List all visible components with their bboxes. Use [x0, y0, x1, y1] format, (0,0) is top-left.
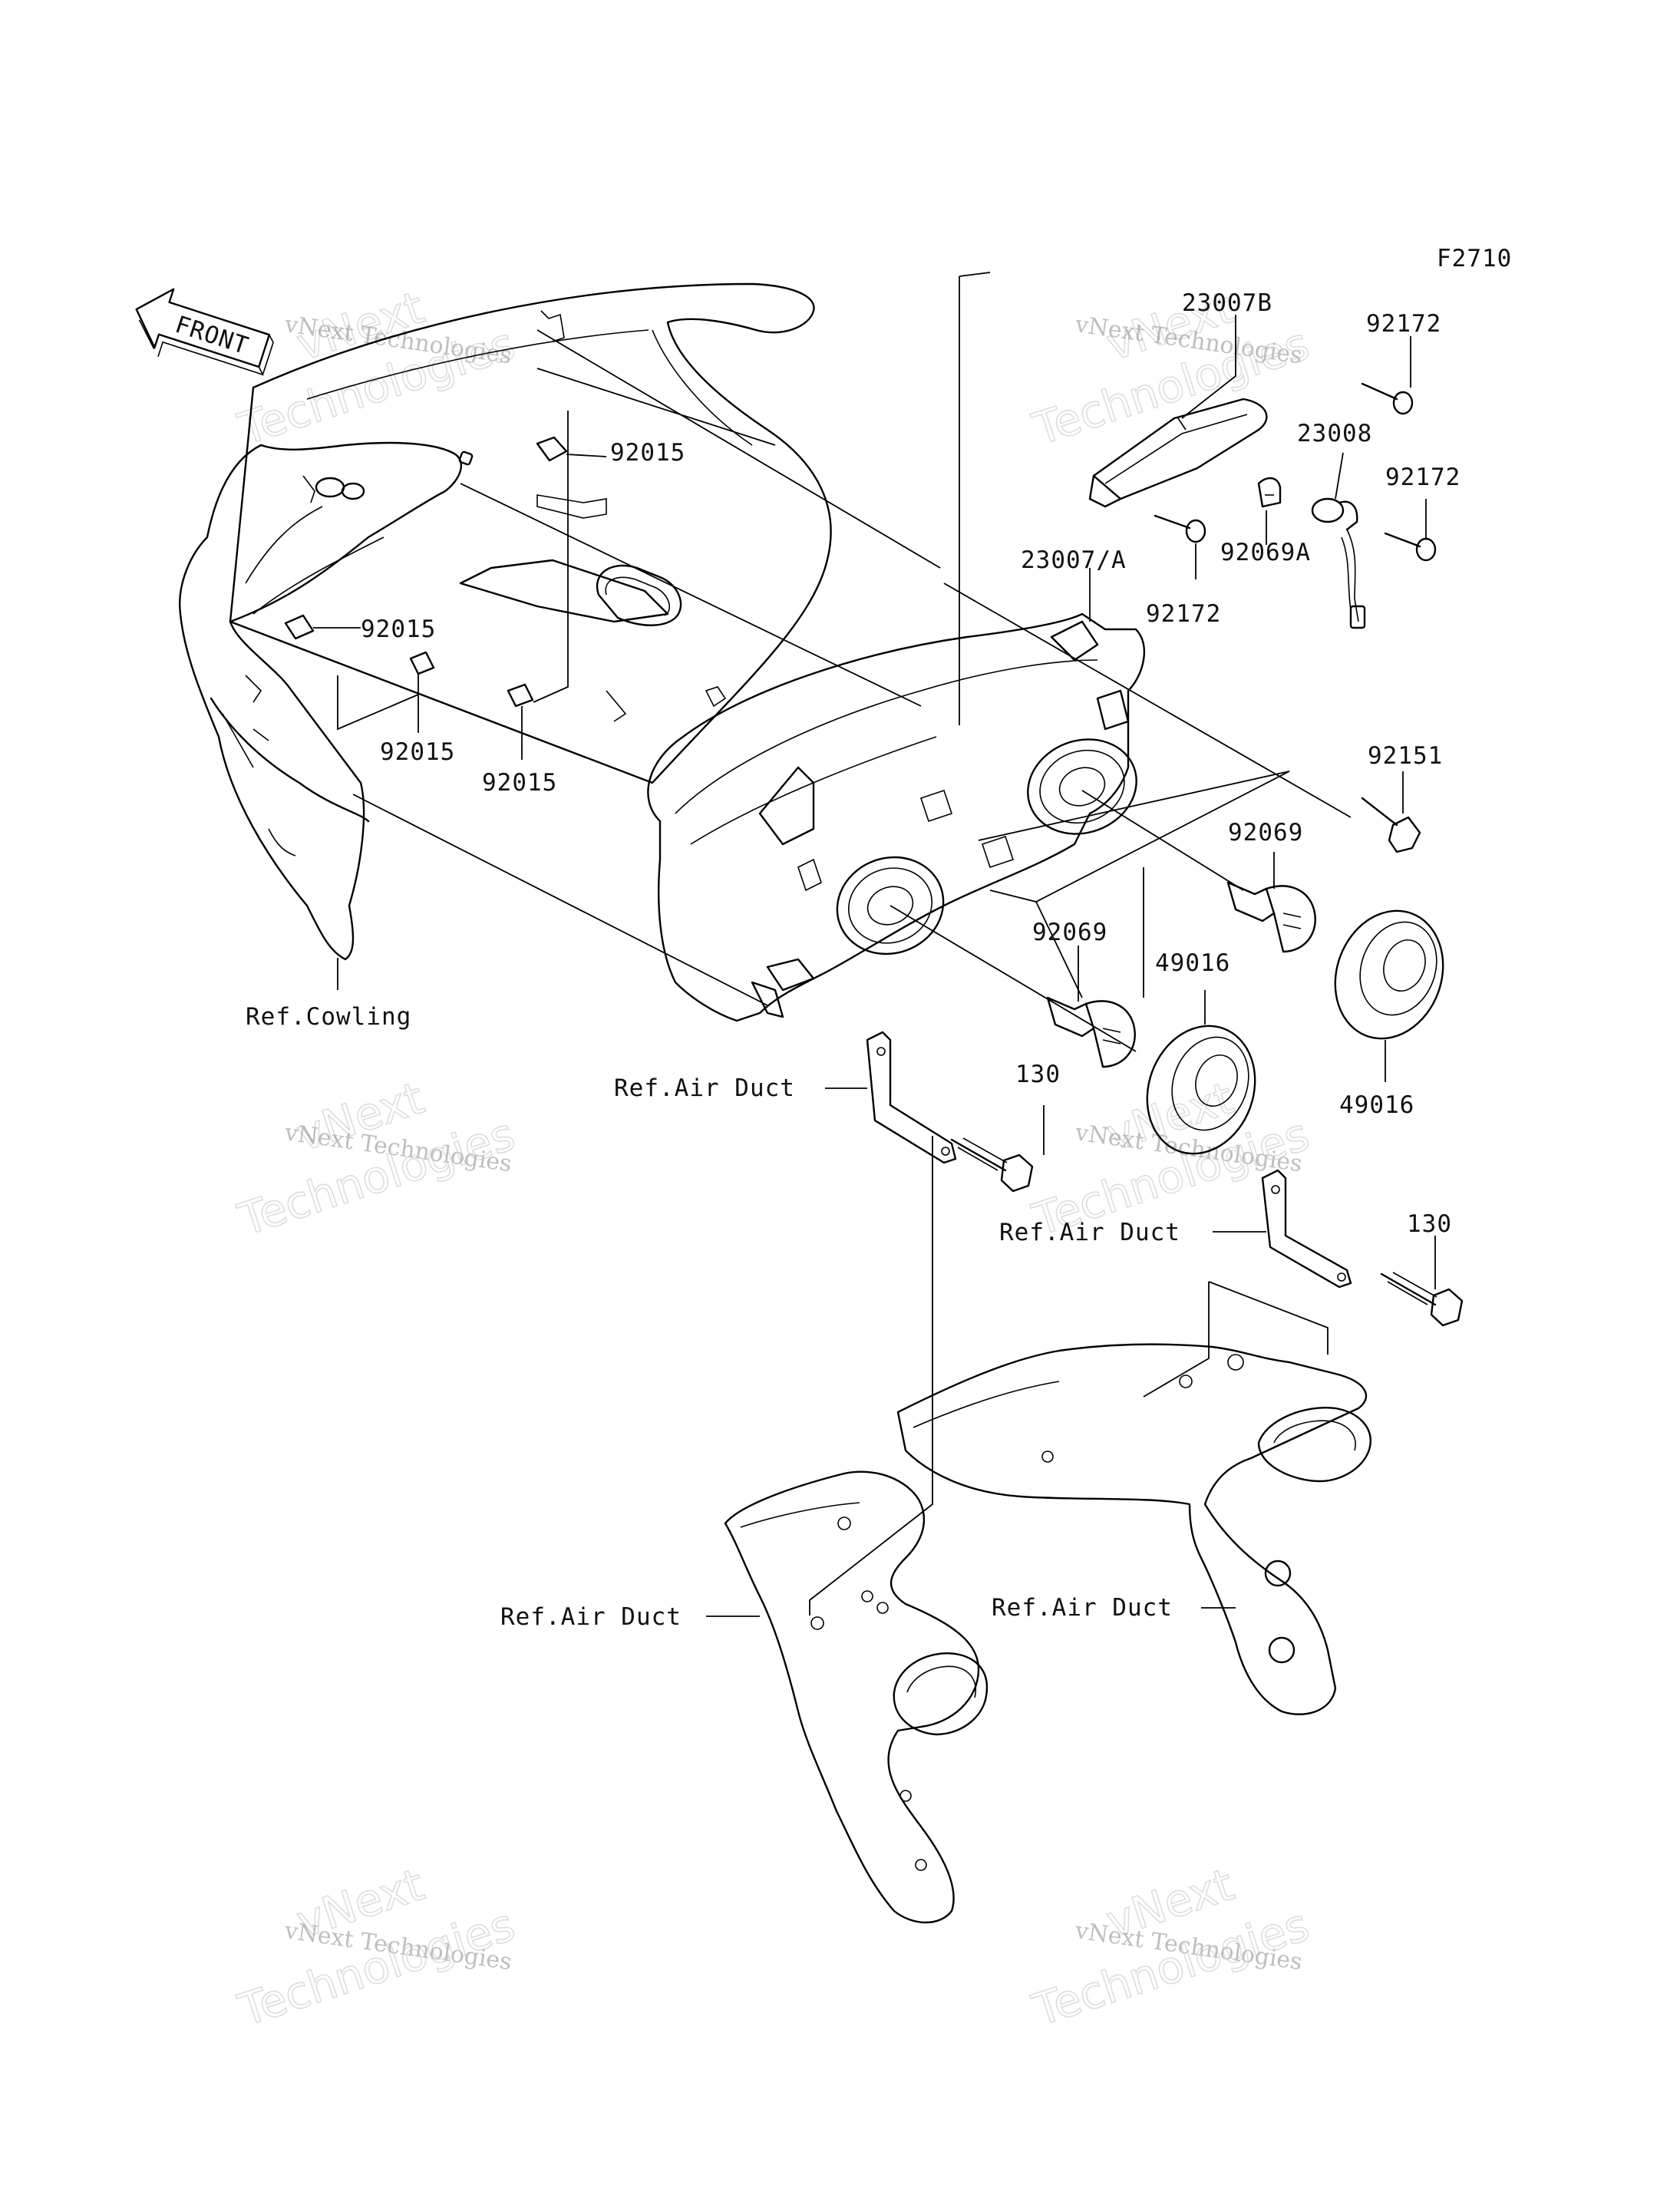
callout-labels: 23007B 92172 92015 23008 92172 92069A 92… [246, 289, 1461, 1631]
callout-ref-air-duct-c: Ref.Air Duct [500, 1603, 682, 1631]
watermark-bottom-right: vNext vNext Technologies Technologies [1026, 1857, 1316, 2037]
grommet-92015-mid [409, 651, 435, 675]
bulb-92069A [1257, 477, 1282, 508]
callout-ref-cowling: Ref.Cowling [246, 1003, 411, 1031]
screw-92172-right [1384, 532, 1437, 562]
callout-92015-right: 92015 [482, 769, 557, 797]
figure-code: F2710 [1437, 245, 1512, 272]
callout-92172-right: 92172 [1385, 464, 1461, 491]
callout-92015-top: 92015 [610, 439, 685, 467]
callout-92015-mid: 92015 [380, 738, 455, 766]
callout-ref-air-duct-a: Ref.Air Duct [614, 1074, 795, 1102]
bracket-air-duct-left [866, 1031, 957, 1164]
callout-ref-air-duct-b: Ref.Air Duct [999, 1219, 1180, 1246]
callout-92069-right: 92069 [1228, 819, 1303, 847]
watermark-bottom-left: vNext vNext Technologies Technologies [232, 1857, 522, 2037]
callout-130-left: 130 [1015, 1061, 1061, 1088]
watermark-top-left: vNext vNext Technologies Technologies [232, 280, 522, 456]
front-arrow-label: FRONT [172, 311, 252, 361]
bolt-130-left [950, 1137, 1034, 1193]
screw-92172-top [1361, 382, 1414, 415]
callout-ref-air-duct-d: Ref.Air Duct [992, 1594, 1173, 1622]
callout-92172-top: 92172 [1366, 310, 1441, 338]
watermark-group: vNext vNext Technologies Technologies vN… [232, 280, 1316, 2037]
bulb-92069-left [1046, 996, 1136, 1068]
socket-23008 [1311, 497, 1366, 629]
dust-cover-49016-left [1146, 1025, 1256, 1155]
front-arrow-icon: FRONT [135, 288, 274, 377]
air-duct-left [724, 1470, 989, 1924]
grommet-92015-top [536, 436, 568, 462]
dust-cover-49016-right [1334, 909, 1444, 1040]
callout-23007A: 23007/A [1021, 546, 1127, 574]
callout-92069A: 92069A [1220, 539, 1311, 566]
callout-23007B: 23007B [1182, 289, 1272, 317]
callout-49016-left: 49016 [1155, 949, 1230, 977]
headlight-assembly [647, 612, 1146, 1022]
callout-92069-left: 92069 [1032, 919, 1107, 946]
bracket-air-duct-right [1261, 1169, 1352, 1289]
callout-23008: 23008 [1297, 420, 1372, 447]
callout-92015-left: 92015 [361, 616, 436, 643]
callout-92151: 92151 [1368, 742, 1443, 770]
callout-130-right: 130 [1407, 1210, 1452, 1238]
watermark-mid-left: vNext vNext Technologies Technologies [232, 1071, 522, 1246]
bolt-130-right [1380, 1272, 1464, 1327]
grommet-92015-left [284, 614, 315, 640]
leader-lines [313, 272, 1436, 1617]
bolt-92151 [1361, 797, 1421, 853]
screw-92172-lower [1154, 514, 1206, 543]
position-lamp-housing [1088, 398, 1268, 508]
callout-92172-lower: 92172 [1146, 600, 1221, 628]
upper-cowl-assembly [179, 282, 832, 961]
callout-49016-right: 49016 [1339, 1091, 1414, 1119]
grommet-92015-right [507, 683, 534, 708]
bulb-92069-right [1226, 881, 1316, 953]
